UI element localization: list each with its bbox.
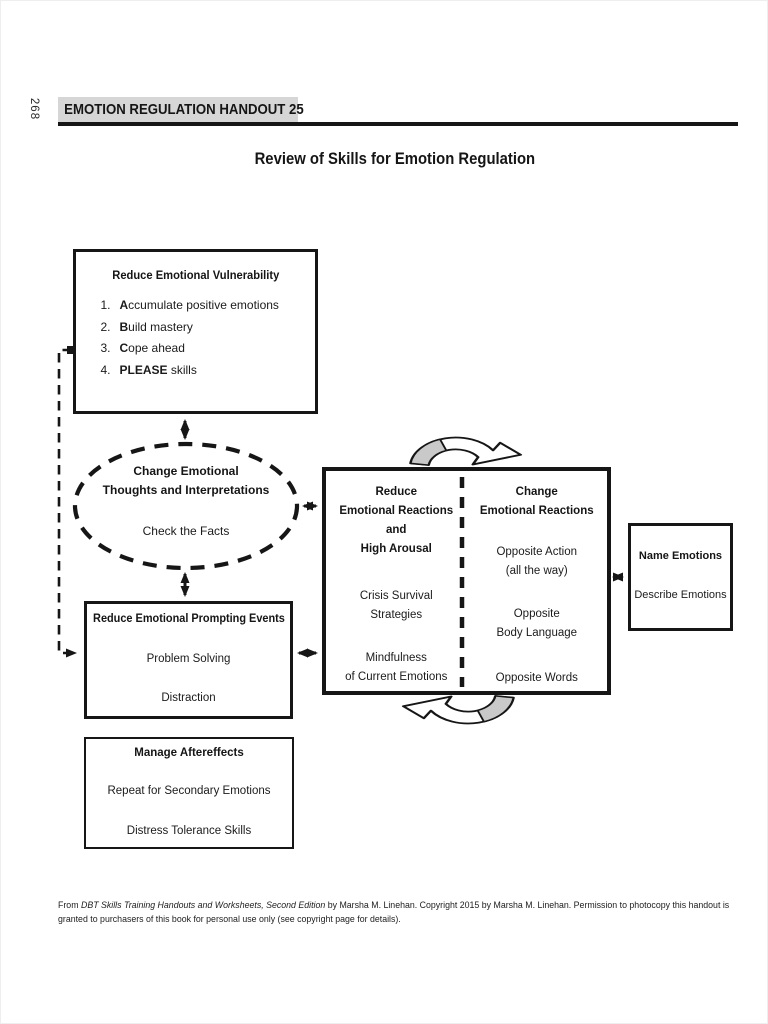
thoughts-ellipse-subtitle: Check the Facts: [142, 524, 230, 538]
reduce-reactions-item: Mindfulness of Current Emotions: [345, 652, 448, 683]
thoughts-ellipse-title: Change Emotional Thoughts and Interpreta…: [102, 464, 270, 497]
citation-book-title: DBT Skills Training Handouts and Workshe…: [80, 900, 326, 910]
vulnerability-title: Reduce Emotional Vulnerability: [111, 268, 280, 282]
reduce-reactions-item: Crisis Survival Strategies: [359, 590, 433, 621]
aftereffects-item: Repeat for Secondary Emotions: [107, 785, 271, 797]
name-emotions-box: Name Emotions Describe Emotions: [628, 523, 733, 631]
reduce-reactions-column: Reduce Emotional Reactions and High Arou…: [326, 471, 467, 691]
change-reactions-item: Opposite Body Language: [496, 608, 578, 639]
header-rule: [58, 122, 738, 126]
page-number: 268: [28, 97, 40, 121]
aftereffects-item: Distress Tolerance Skills: [126, 825, 252, 837]
prompting-events-title: Reduce Emotional Prompting Events: [92, 613, 285, 625]
bottom-loop-arrow: [401, 695, 515, 725]
thoughts-ellipse-shape: [72, 441, 300, 571]
top-loop-arrow: [409, 436, 523, 466]
vulnerability-list: 1. Accumulate positive emotions 2. Build…: [101, 295, 291, 381]
handout-header-bar: EMOTION REGULATION HANDOUT 25: [58, 97, 304, 122]
change-reactions-item: Opposite Words: [495, 672, 578, 684]
vulnerability-box: Reduce Emotional Vulnerability 1. Accumu…: [73, 249, 318, 414]
dashed-connector-endpoint-square: [67, 346, 75, 354]
prompting-item: Problem Solving: [146, 653, 231, 665]
list-item: 4. PLEASE skills: [100, 362, 197, 377]
reduce-reactions-title: Reduce Emotional Reactions and High Arou…: [339, 486, 454, 555]
prompting-item: Distraction: [161, 692, 216, 704]
aftereffects-box: Manage Aftereffects Repeat for Secondary…: [84, 737, 294, 849]
page-title: Review of Skills for Emotion Regulation: [254, 150, 536, 168]
list-item: 1. Accumulate positive emotions: [100, 298, 279, 312]
footer-citation: From DBT Skills Training Handouts and Wo…: [58, 900, 730, 924]
change-reactions-column: Change Emotional Reactions Opposite Acti…: [467, 471, 608, 691]
change-reactions-title: Change Emotional Reactions: [479, 486, 594, 517]
list-item: 2. Build mastery: [100, 319, 193, 334]
name-emotions-item: Describe Emotions: [634, 589, 727, 601]
prompting-events-box: Reduce Emotional Prompting Events Proble…: [84, 601, 293, 719]
aftereffects-title: Manage Aftereffects: [134, 747, 244, 759]
handout-label: EMOTION REGULATION HANDOUT 25: [64, 101, 304, 118]
name-emotions-title: Name Emotions: [638, 550, 723, 562]
list-item: 3. Cope ahead: [100, 341, 185, 355]
reactions-box: Reduce Emotional Reactions and High Arou…: [322, 467, 611, 695]
change-reactions-item: Opposite Action (all the way): [496, 546, 578, 577]
dashed-feedback-connector: [57, 348, 77, 658]
thoughts-ellipse: Change Emotional Thoughts and Interpreta…: [76, 462, 296, 538]
